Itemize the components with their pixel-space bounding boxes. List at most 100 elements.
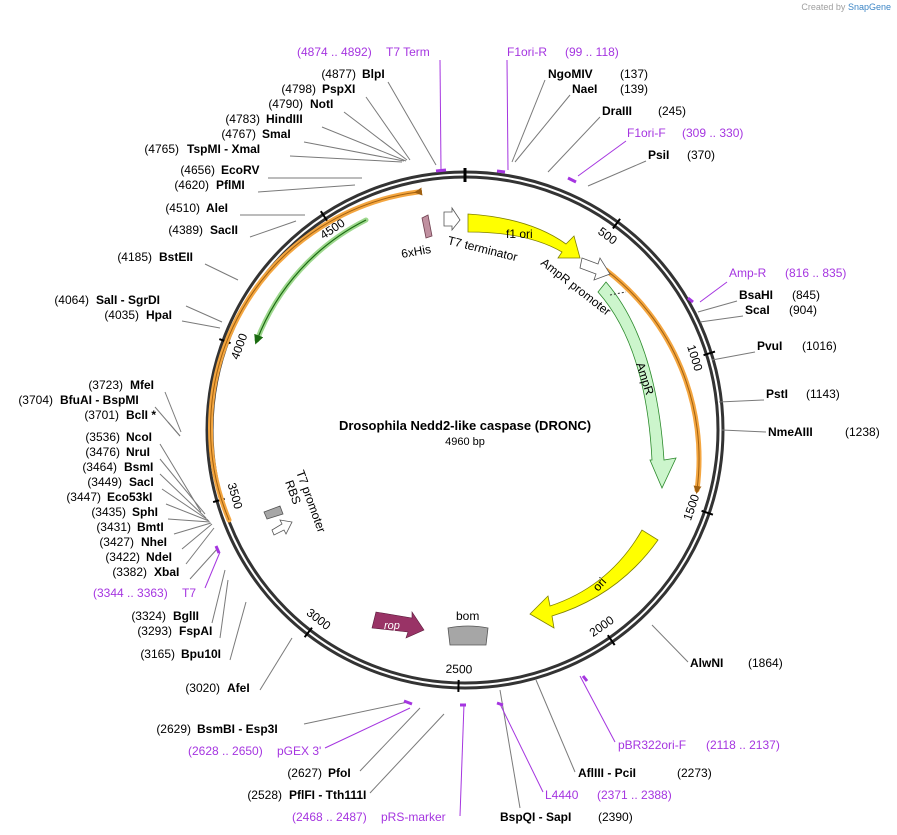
enzyme-label[interactable]: PspXI bbox=[322, 82, 355, 96]
enzyme-leader bbox=[721, 429, 767, 433]
primer-label[interactable]: T7 bbox=[182, 586, 196, 600]
t7-terminator-feature bbox=[443, 206, 461, 232]
enzyme-label[interactable]: PflFI - Tth111I bbox=[289, 788, 366, 802]
tick-mark bbox=[703, 350, 716, 357]
enzyme-label[interactable]: AleI bbox=[206, 201, 228, 215]
enzyme-label[interactable]: PvuI bbox=[757, 339, 782, 353]
enzyme-label[interactable]: PstI bbox=[766, 387, 788, 401]
enzyme-leader bbox=[257, 184, 356, 193]
enzyme-label[interactable]: PsiI bbox=[648, 148, 669, 162]
ampr-label: AmpR bbox=[633, 361, 657, 397]
enzyme-label[interactable]: SmaI bbox=[262, 127, 291, 141]
enzyme-label[interactable]: NheI bbox=[141, 535, 167, 549]
enzyme-label[interactable]: AfeI bbox=[227, 681, 250, 695]
enzyme-leader bbox=[229, 601, 247, 661]
primer-range: (816 .. 835) bbox=[785, 266, 846, 280]
ampr-signal-divider bbox=[609, 291, 627, 296]
primer-label[interactable]: T7 Term bbox=[386, 45, 430, 59]
primer-binding-mark bbox=[214, 545, 221, 554]
enzyme-label[interactable]: PflMI bbox=[216, 178, 245, 192]
primer-label[interactable]: L4440 bbox=[545, 788, 579, 802]
his-tag-feature bbox=[421, 214, 433, 239]
rbs-feature bbox=[263, 505, 284, 520]
enzyme-label[interactable]: BspQI - SapI bbox=[500, 810, 571, 824]
enzyme-label[interactable]: BsmI bbox=[124, 460, 153, 474]
enzyme-position: (1864) bbox=[748, 656, 783, 670]
enzyme-label[interactable]: AlwNI bbox=[690, 656, 723, 670]
primer-label[interactable]: pRS-marker bbox=[381, 810, 446, 824]
primer-label[interactable]: F1ori-R bbox=[507, 45, 547, 59]
enzyme-label[interactable]: Bpu10I bbox=[181, 647, 221, 661]
enzyme-position: (370) bbox=[687, 148, 715, 162]
enzyme-position: (3293) bbox=[137, 624, 172, 638]
enzyme-label[interactable]: XbaI bbox=[154, 565, 179, 579]
enzyme-position: (3464) bbox=[82, 460, 117, 474]
enzyme-label[interactable]: TspMI - XmaI bbox=[187, 142, 260, 156]
enzyme-label[interactable]: BstEII bbox=[159, 250, 193, 264]
enzyme-label[interactable]: BclI * bbox=[126, 408, 156, 422]
tick-label: 1500 bbox=[680, 492, 702, 522]
primer-label[interactable]: F1ori-F bbox=[627, 126, 666, 140]
enzyme-label[interactable]: NotI bbox=[310, 97, 333, 111]
primer-marks bbox=[214, 168, 694, 707]
tick-mark bbox=[319, 210, 329, 222]
primer-range: (4874 .. 4892) bbox=[297, 45, 372, 59]
enzyme-label[interactable]: SacII bbox=[210, 223, 238, 237]
enzyme-label[interactable]: FspAI bbox=[179, 624, 212, 638]
enzyme-label[interactable]: NcoI bbox=[126, 430, 152, 444]
enzyme-label[interactable]: SacI bbox=[129, 475, 154, 489]
enzyme-label[interactable]: NaeI bbox=[572, 82, 597, 96]
enzyme-position: (3449) bbox=[87, 475, 122, 489]
enzyme-leader bbox=[185, 527, 215, 565]
enzyme-label[interactable]: SphI bbox=[132, 505, 158, 519]
primer-label[interactable]: pGEX 3' bbox=[277, 744, 321, 758]
enzyme-label[interactable]: NdeI bbox=[146, 550, 172, 564]
enzyme-label[interactable]: HpaI bbox=[146, 308, 172, 322]
enzyme-position: (2629) bbox=[156, 722, 191, 736]
enzyme-leader bbox=[587, 160, 647, 187]
enzyme-position: (4783) bbox=[225, 112, 260, 126]
plasmid-length: 4960 bp bbox=[445, 436, 485, 448]
enzyme-label[interactable]: NgoMIV bbox=[548, 67, 593, 81]
enzyme-label[interactable]: HindIII bbox=[266, 112, 303, 126]
enzyme-position: (3435) bbox=[91, 505, 126, 519]
enzyme-leader bbox=[164, 391, 182, 433]
tick-mark bbox=[701, 509, 714, 516]
enzyme-label[interactable]: BlpI bbox=[362, 67, 385, 81]
enzyme-label[interactable]: BsaHI bbox=[739, 288, 773, 302]
enzyme-position: (904) bbox=[789, 303, 817, 317]
enzyme-leader bbox=[499, 689, 521, 809]
enzyme-leader bbox=[173, 522, 212, 535]
primer-binding-mark bbox=[403, 699, 413, 706]
primer-label[interactable]: Amp-R bbox=[729, 266, 767, 280]
enzyme-label[interactable]: DraIII bbox=[602, 104, 632, 118]
enzyme-label[interactable]: SalI - SgrDI bbox=[96, 293, 160, 307]
primer-label[interactable]: pBR322ori-F bbox=[618, 738, 686, 752]
enzyme-label[interactable]: BsmBI - Esp3I bbox=[197, 722, 278, 736]
enzyme-label[interactable]: MfeI bbox=[130, 378, 154, 392]
enzyme-position: (4389) bbox=[168, 223, 203, 237]
enzyme-label[interactable]: NruI bbox=[126, 445, 150, 459]
enzyme-label[interactable]: BmtI bbox=[137, 520, 164, 534]
primer-range: (99 .. 118) bbox=[565, 45, 619, 59]
enzyme-label[interactable]: ScaI bbox=[745, 303, 770, 317]
enzyme-label[interactable]: BfuAI - BspMI bbox=[60, 393, 139, 407]
leader-lines bbox=[154, 59, 767, 817]
enzyme-leader bbox=[161, 488, 209, 521]
enzyme-label[interactable]: BglII bbox=[173, 609, 199, 623]
enzyme-label[interactable]: NmeAIII bbox=[768, 425, 813, 439]
enzyme-label[interactable]: PfoI bbox=[328, 766, 351, 780]
enzyme-position: (4877) bbox=[321, 67, 356, 81]
enzyme-label[interactable]: EcoRV bbox=[221, 163, 259, 177]
enzyme-leader bbox=[204, 263, 239, 281]
primer-binding-mark bbox=[567, 176, 577, 184]
enzyme-label[interactable]: Eco53kI bbox=[107, 490, 152, 504]
enzyme-label[interactable]: AflIII - PciI bbox=[578, 766, 636, 780]
enzyme-position: (3431) bbox=[96, 520, 131, 534]
enzyme-position: (4185) bbox=[117, 250, 152, 264]
enzyme-position: (1016) bbox=[802, 339, 837, 353]
enzyme-leader bbox=[303, 701, 409, 725]
enzyme-leader bbox=[365, 96, 411, 161]
enzyme-position: (2528) bbox=[247, 788, 282, 802]
enzyme-position: (3324) bbox=[131, 609, 166, 623]
